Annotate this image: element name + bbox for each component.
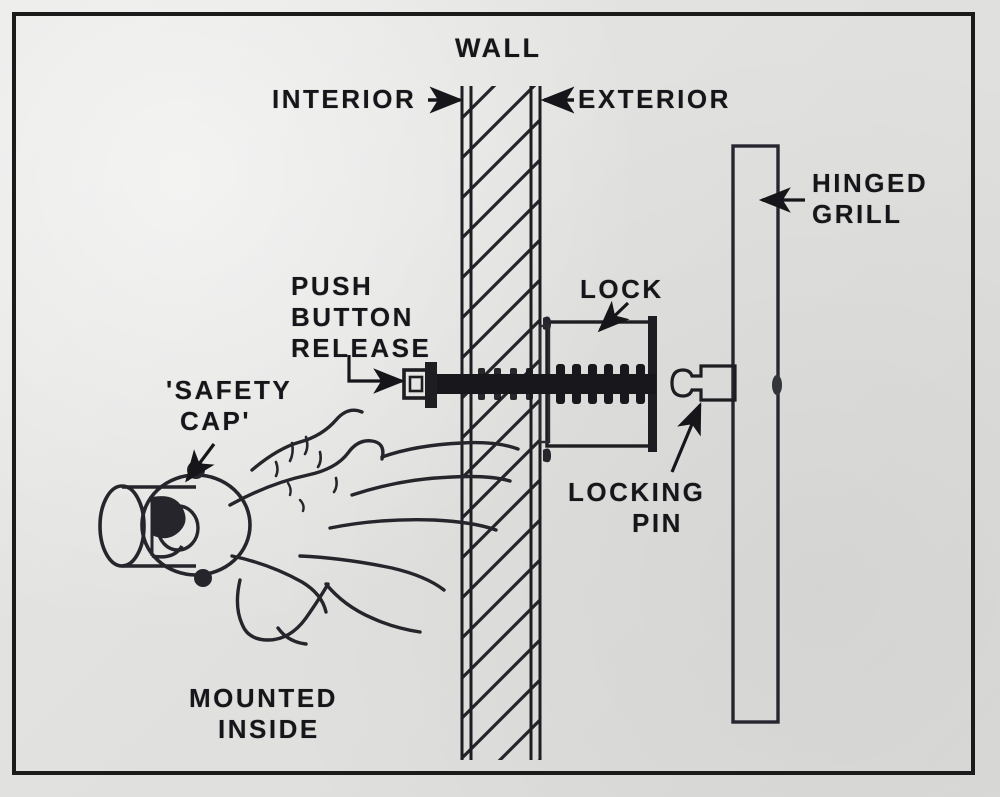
safety-cap[interactable] — [98, 461, 252, 587]
diagram-border-frame — [12, 12, 975, 775]
label-lock: LOCK — [580, 274, 664, 304]
label-wall: WALL — [455, 33, 542, 63]
hand — [228, 408, 520, 646]
label-mounted-inside-line2: INSIDE — [218, 714, 320, 744]
label-push-button-line1: PUSH — [291, 271, 374, 301]
lock-leader — [597, 300, 630, 333]
push-button-leader — [347, 355, 406, 394]
label-locking-pin-line1: LOCKING — [568, 477, 706, 507]
push-button[interactable] — [402, 362, 437, 408]
locking-pin[interactable] — [670, 364, 737, 402]
leader-lines — [185, 86, 805, 483]
label-interior: INTERIOR — [272, 84, 417, 114]
label-mounted-inside-line1: MOUNTED — [189, 683, 338, 713]
wall — [460, 86, 542, 760]
threaded-bolt — [428, 364, 656, 404]
wall-hatching — [462, 86, 540, 760]
label-safety-cap-line2: CAP' — [180, 406, 252, 436]
locking-pin-leader — [670, 402, 702, 473]
hinged-grill[interactable] — [731, 144, 782, 724]
label-safety-cap-line1: 'SAFETY — [166, 375, 293, 405]
label-locking-pin-line2: PIN — [632, 508, 683, 538]
label-hinged-grill-line1: HINGED — [812, 168, 929, 198]
label-push-button-line2: BUTTON — [291, 302, 414, 332]
label-hinged-grill-line2: GRILL — [812, 199, 903, 229]
safety-cap-leader — [185, 443, 216, 483]
label-push-button-line3: RELEASE — [291, 333, 432, 363]
label-exterior: EXTERIOR — [578, 84, 731, 114]
